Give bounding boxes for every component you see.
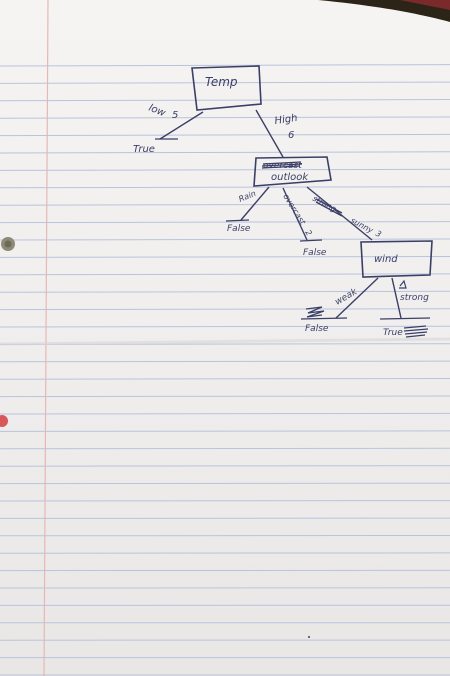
rule-line	[0, 238, 450, 241]
ruled-lines	[0, 64, 450, 676]
edge-label-high: High	[274, 113, 298, 127]
edge-label-strong: strong	[400, 293, 429, 303]
rule-line	[0, 308, 450, 311]
scribble	[399, 279, 407, 289]
edge-count-high: 6	[288, 130, 294, 141]
leaf-underline	[300, 317, 348, 320]
binder-hole-red	[0, 415, 8, 427]
rule-line	[0, 168, 450, 171]
rule-line	[0, 325, 450, 328]
paper-fold	[0, 337, 450, 346]
node-label-overcast-crossed: overcast	[263, 161, 302, 171]
node-box-outlook	[253, 156, 332, 187]
table-corner-color	[400, 0, 450, 10]
scribble	[261, 161, 303, 169]
leaf-underline	[379, 317, 431, 320]
rule-line	[0, 395, 450, 398]
edge-rain	[240, 186, 270, 221]
node-box-wind	[360, 240, 433, 278]
edge-count-overcast: 2	[303, 228, 313, 237]
rule-line	[0, 203, 450, 206]
edge-label-weak: weak	[334, 287, 360, 308]
edge-overcast	[282, 187, 308, 241]
scribble	[305, 306, 325, 318]
rule-line	[0, 378, 450, 380]
rule-line	[0, 290, 450, 293]
node-box-temp	[191, 65, 262, 111]
edge-count-low: 5	[172, 110, 178, 121]
rule-line	[0, 116, 450, 119]
leaf-false-overcast: False	[303, 248, 327, 258]
edge-low	[159, 111, 204, 140]
edge-label-rain: Rain	[237, 189, 257, 204]
node-label-temp: Temp	[205, 75, 238, 89]
leaf-underline	[299, 239, 323, 242]
leaf-true-low: True	[133, 144, 155, 155]
edge-sunny	[306, 186, 373, 241]
ink-dot	[308, 636, 310, 638]
rule-line	[0, 412, 450, 415]
edge-high	[255, 109, 284, 158]
edge-strong	[391, 277, 402, 319]
rule-line	[0, 133, 450, 137]
rule-line	[0, 430, 450, 432]
rule-line	[0, 81, 450, 84]
rule-line	[0, 256, 450, 258]
table-corner	[318, 0, 450, 22]
edge-weak	[335, 277, 379, 319]
leaf-false-rain: False	[227, 224, 251, 234]
margin-line	[43, 0, 49, 676]
rule-line	[0, 465, 450, 467]
rule-line	[0, 221, 450, 224]
rule-line	[0, 99, 450, 102]
rule-line	[0, 151, 450, 154]
rule-line	[0, 64, 450, 67]
rule-line	[0, 360, 450, 363]
scribble	[403, 325, 429, 338]
node-label-wind: wind	[374, 254, 398, 265]
leaf-false-weak: False	[305, 324, 329, 334]
node-label-outlook: outlook	[271, 172, 309, 183]
leaf-true-strong: True	[383, 328, 403, 338]
edge-count-sunny: 3	[374, 229, 383, 239]
rule-line	[0, 273, 450, 276]
rule-line	[0, 186, 450, 189]
leaf-underline	[225, 219, 250, 222]
rule-line	[0, 447, 450, 450]
edge-label-low: low	[147, 103, 168, 120]
scribble	[315, 198, 343, 217]
binder-hole	[4, 240, 12, 248]
